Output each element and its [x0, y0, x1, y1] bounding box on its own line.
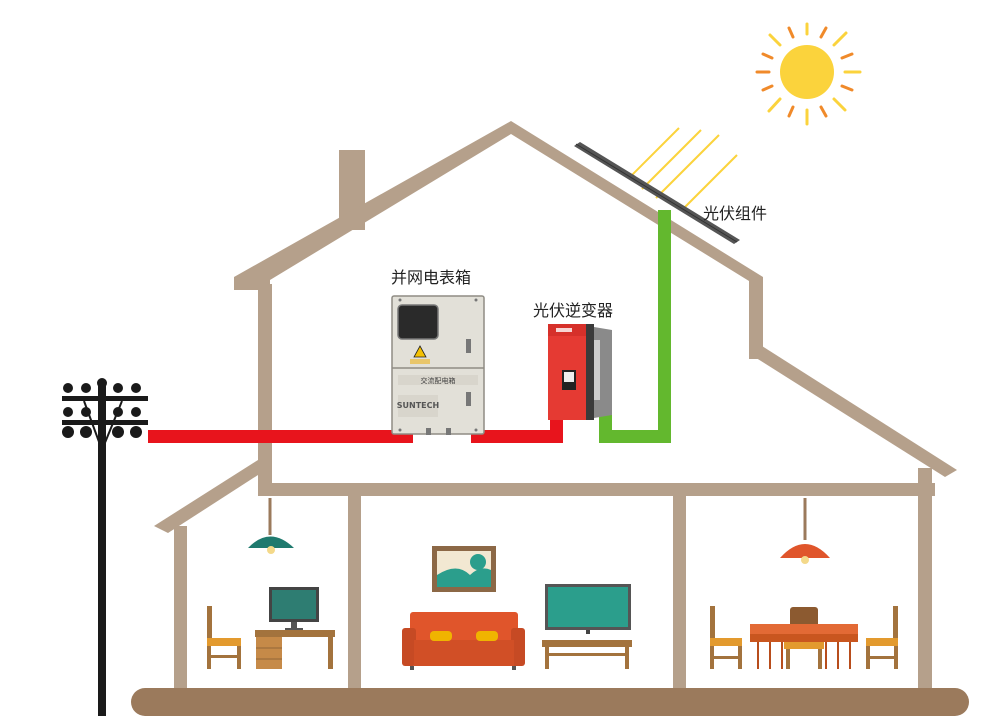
inverter-label: 光伏逆变器	[533, 301, 614, 320]
meter-brand: SUNTECH	[397, 401, 439, 410]
ground-floor-bar	[131, 688, 969, 716]
pv-module-label: 光伏组件	[703, 204, 768, 223]
sun-icon	[755, 22, 862, 126]
sunlight-rays	[628, 127, 738, 210]
grid-meter-box	[391, 295, 485, 435]
dc-power-line	[599, 210, 671, 443]
meter-box-label: 并网电表箱	[391, 268, 472, 287]
utility-pole	[62, 378, 148, 716]
middle-room	[402, 546, 632, 670]
solar-panel	[574, 142, 740, 244]
left-room	[207, 498, 335, 669]
ac-power-line	[148, 408, 563, 443]
meter-caption: 交流配电箱	[421, 376, 456, 385]
pv-inverter	[548, 324, 612, 420]
right-room	[710, 498, 898, 669]
